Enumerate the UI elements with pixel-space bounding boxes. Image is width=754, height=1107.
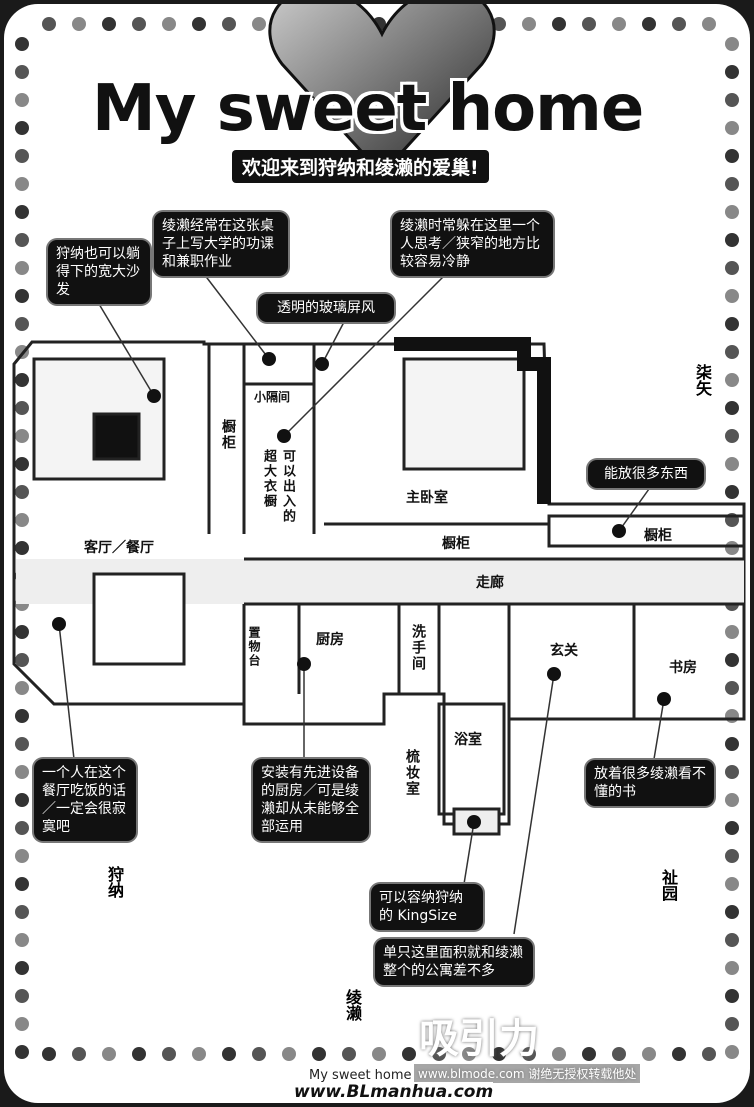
character-name: 祉园 — [659, 869, 678, 901]
subtitle: 欢迎来到狩纳和绫濑的爱巢! — [232, 150, 489, 183]
callout-sofa: 狩纳也可以躺得下的宽大沙发 — [48, 240, 150, 304]
room-kitchen: 厨房 — [316, 632, 344, 648]
room-study: 书房 — [669, 660, 697, 676]
room-bath: 浴室 — [454, 732, 482, 748]
character-name: 柒矢 — [693, 364, 712, 396]
callout-desk: 绫濑经常在这张桌子上写大学的功课和兼职作业 — [154, 212, 288, 276]
character-name: 狩纳 — [105, 866, 124, 898]
room-master-bedroom: 主卧室 — [406, 490, 448, 506]
callout-bathtub: 可以容纳狩纳的 KingSize — [371, 884, 483, 930]
callout-bathroom: 单只这里面积就和绫濑整个的公寓差不多 — [375, 939, 533, 985]
callout-kitchen: 安装有先进设备的厨房／可是绫濑却从未能够全部运用 — [253, 759, 369, 841]
room-cabinet-left: 橱柜 — [220, 419, 236, 451]
character-name: 绫濑 — [343, 989, 362, 1021]
room-living-dining: 客厅／餐厅 — [84, 540, 154, 556]
room-cabinet-right: 橱柜 — [644, 528, 672, 544]
room-cabinet-master: 橱柜 — [442, 536, 470, 552]
room-toilet: 洗手间 — [410, 624, 426, 672]
footer-title: My sweet home — [309, 1068, 412, 1083]
watermark-site: www.blmode.com 谢绝无授权转载他处 — [414, 1064, 641, 1083]
callout-dining: 一个人在这个餐厅吃饭的话／一定会很寂寞吧 — [34, 759, 136, 841]
room-dressing: 梳妆室 — [404, 749, 420, 797]
room-entrance: 玄关 — [550, 643, 578, 659]
callout-study: 放着很多绫濑看不懂的书 — [586, 760, 714, 806]
floor-plan — [12, 273, 746, 935]
heart-icon — [268, 4, 496, 177]
callout-closet: 绫濑时常躲在这里一个人思考／狭窄的地方比较容易冷静 — [392, 212, 553, 276]
callout-glass-screen: 透明的玻璃屏风 — [258, 294, 394, 322]
room-walkin-closet: 可以出入的超大衣橱 — [261, 449, 295, 524]
page-title: My sweet home — [92, 72, 644, 146]
manga-page: My sweet home 欢迎来到狩纳和绫濑的爱巢! — [4, 4, 750, 1103]
watermark-logo: 吸引力 — [419, 1016, 539, 1062]
callout-cabinet: 能放很多东西 — [588, 460, 704, 488]
room-corridor: 走廊 — [476, 575, 504, 591]
room-booth: 小隔间 — [254, 390, 291, 404]
room-shelf: 置物台 — [247, 626, 261, 668]
watermark-url: www.BLmanhua.com — [294, 1082, 494, 1102]
